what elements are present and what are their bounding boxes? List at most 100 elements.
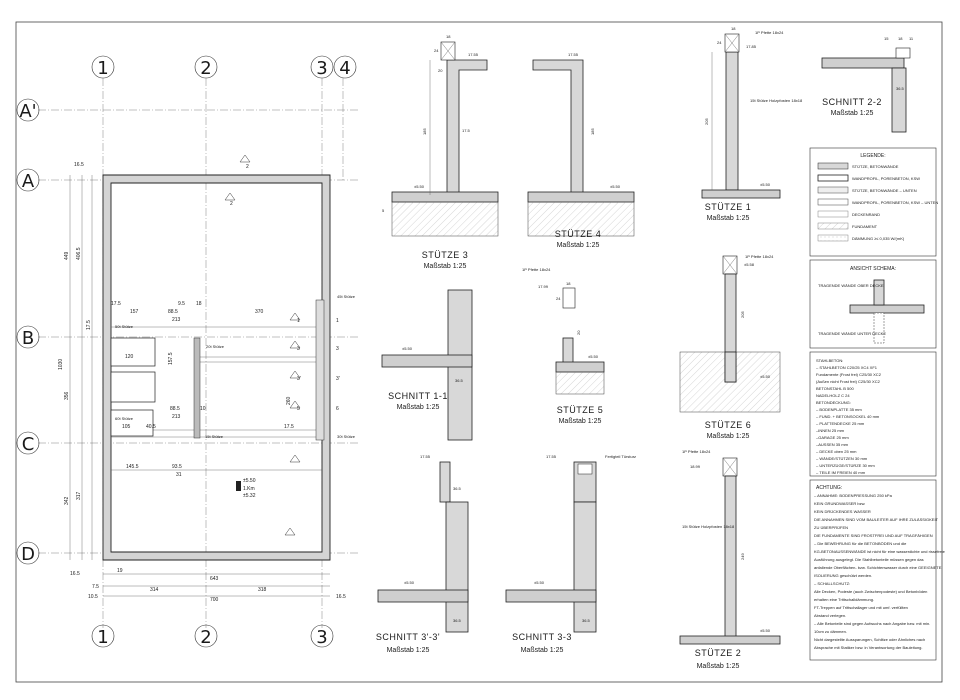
dim-inner-10: 105 bbox=[122, 424, 131, 430]
materials-lines-line: –AUSSEN 35 mm bbox=[816, 442, 849, 447]
dim-inner-8: 120 bbox=[125, 354, 134, 360]
dim-inner-18: 17.5 bbox=[284, 424, 294, 430]
support-label-50t: 50t Stütze bbox=[115, 324, 134, 329]
dim-left-3: 406.5 bbox=[76, 247, 82, 260]
section-mark-3prime-right: 3' bbox=[336, 376, 340, 382]
grid-label-col-2-bottom: 2 bbox=[200, 627, 211, 648]
s4-dim-185: 185 bbox=[590, 128, 595, 135]
materials-lines-line: (Außen nicht Frost frei) C25/30 XC2 bbox=[816, 379, 881, 384]
s11-dim-365: 36.5 bbox=[455, 378, 464, 383]
s33p-dim-365-b: 36.5 bbox=[453, 618, 462, 623]
dim-left-4: 1030 bbox=[58, 359, 64, 370]
materials-lines-line: BETONSTAHL B 500 bbox=[816, 386, 854, 391]
grid-bubble-row-b: B bbox=[16, 325, 40, 349]
sheet-border bbox=[15, 21, 943, 683]
notes-lines-line: FT-Treppen auf Trittschallager und mit u… bbox=[814, 605, 908, 610]
notes-lines-line: Alle Decken, Podeste (auch Zwischenpodes… bbox=[814, 589, 927, 594]
materials-lines-line: – TEILE IM FREIEN 40 mm bbox=[816, 470, 866, 475]
section-mark-3-left: 3 bbox=[297, 346, 300, 352]
dim-inner-7: 213 bbox=[172, 317, 181, 323]
s6-level: ±5.50 bbox=[760, 374, 771, 379]
notes-lines-line: 10cm zu dämmen. bbox=[814, 629, 847, 634]
s3-dim-24: 24 bbox=[434, 48, 439, 53]
notes-lines-line: Nicht dargestellte Aussparungen, Schlitz… bbox=[814, 637, 925, 642]
s5-dim-18: 18 bbox=[566, 281, 571, 286]
section-mark-3prime-left: 3' bbox=[297, 376, 301, 382]
scale-schnitt-3-3: Maßstab 1:25 bbox=[521, 647, 564, 654]
materials-panel: STAHLBETON:– STAHLBETON C20/25 XC4 XF1 F… bbox=[809, 351, 937, 477]
detail-schnitt-1-1: ±5.50 36.5 SCHNITT 1-1 Maßstab 1:25 bbox=[381, 289, 473, 441]
scale-schnitt-2-2: Maßstab 1:25 bbox=[831, 110, 874, 117]
building-walls bbox=[102, 174, 331, 561]
s22-dim-15: 15 bbox=[884, 36, 889, 41]
scale-schnitt-1-1: Maßstab 1:25 bbox=[397, 404, 440, 411]
legend-item-2: WANDPROFIL, PORENBETON, KSW bbox=[817, 174, 920, 182]
title-stuetze-6: STÜTZE 6 bbox=[705, 420, 752, 430]
grid-bubble-row-a-prime: A' bbox=[16, 98, 40, 122]
support-label-60t: 60t Stütze bbox=[115, 416, 134, 421]
dim-inner-14: 145.5 bbox=[126, 464, 139, 470]
notes-lines-line: ZU ÜBERPRÜFEN bbox=[814, 525, 848, 530]
notes-panel: ACHTUNG: – ANNAHME: BODENPRESSUNG 250 kP… bbox=[809, 479, 946, 661]
dim-inner-16: 31 bbox=[176, 472, 182, 478]
dim-left-7: 342 bbox=[64, 496, 70, 505]
materials-lines-line: BETONDECKUNG: bbox=[816, 400, 851, 405]
level-mark-1: ±5.50 bbox=[243, 478, 256, 484]
legend-item-4-label: WANDPROFIL, PORENBETON, KSW – UNTEN bbox=[852, 200, 938, 205]
grid-bubble-col-2: 2 bbox=[194, 55, 218, 79]
dim-left-2: 449 bbox=[64, 251, 70, 260]
materials-lines: STAHLBETON:– STAHLBETON C20/25 XC4 XF1 F… bbox=[816, 358, 882, 475]
section-mark-1-right: 1 bbox=[336, 318, 339, 324]
s11-level: ±5.50 bbox=[402, 346, 413, 351]
grid-bubble-col-1: 1 bbox=[91, 55, 115, 79]
notes-lines-line: Ausführung ausgelegt. Die Stahlbetonteil… bbox=[814, 557, 924, 562]
detail-schnitt-3prime: 17.55 36.5 ±5.50 36.5 SCHNITT 3'-3' Maßs… bbox=[376, 454, 469, 654]
materials-lines-line: –GARAGE 25 mm bbox=[816, 435, 849, 440]
notes-lines-line: anfallende Oberflächen- bzw. Schichtenwa… bbox=[814, 565, 942, 570]
support-label-15t: 15t Stütze bbox=[205, 434, 224, 439]
s1-dim-205: 205 bbox=[704, 118, 709, 125]
s1-side-note: 15t Stütze Holzpfosten 18x18 bbox=[750, 98, 803, 103]
s33p-dim-1755: 17.55 bbox=[420, 454, 431, 459]
s22-dim-18: 18 bbox=[898, 36, 903, 41]
plan-dimensions-left: 16.5 449 406.5 1030 356 17.5 342 317 16.… bbox=[58, 162, 93, 577]
dim-bottom-8: 16.5 bbox=[336, 594, 346, 600]
grid-label-row-b: B bbox=[22, 328, 34, 349]
legend-item-3: STÜTZE, BETONWÄNDE – UNTEN bbox=[817, 186, 917, 194]
dim-inner-3: 88.5 bbox=[168, 309, 178, 315]
detail-stuetze-5: 1P Pfette 18x24 17.99 18 24 ±5.50 20 STÜ… bbox=[522, 267, 605, 425]
notes-lines-line: Abstand verlegen. bbox=[814, 613, 846, 618]
section-mark-6: 6 bbox=[336, 406, 339, 412]
dim-inner-9: 157.5 bbox=[168, 352, 174, 365]
legend-item-6-label: FUNDAMENT bbox=[852, 224, 878, 229]
legend-item-4: WANDPROFIL, PORENBETON, KSW – UNTEN bbox=[817, 198, 938, 206]
s6-dim-205: 205 bbox=[740, 311, 745, 318]
scale-schnitt-3prime: Maßstab 1:25 bbox=[387, 647, 430, 654]
materials-lines-line: NADELHOLZ C 24 bbox=[816, 393, 850, 398]
legend-item-1-label: STÜTZE, BETONWÄNDE bbox=[852, 164, 899, 169]
scale-stuetze-3: Maßstab 1:25 bbox=[424, 263, 467, 270]
notes-lines-line: – Alle Betonteile sind gegen Aufwuchs na… bbox=[814, 621, 930, 626]
s22-dim-365: 36.5 bbox=[896, 86, 905, 91]
s4-dim-1755: 17.55 bbox=[568, 52, 579, 57]
s4-level: ±5.50 bbox=[610, 184, 621, 189]
title-stuetze-3: STÜTZE 3 bbox=[422, 250, 469, 260]
grid-label-row-a-prime: A' bbox=[19, 101, 36, 122]
title-stuetze-5: STÜTZE 5 bbox=[557, 405, 604, 415]
s3-level: ±5.50 bbox=[414, 184, 425, 189]
s2-side-note: 15t Stütze Holzpfosten 18x18 bbox=[682, 524, 735, 529]
dim-bottom-7: 10.5 bbox=[88, 594, 98, 600]
s3-dim-5: 5 bbox=[382, 208, 385, 213]
materials-lines-line: – WÄNDE/STÜTZEN 30 mm bbox=[816, 456, 868, 461]
dim-left-9: 16.5 bbox=[70, 571, 80, 577]
dim-inner-12: 88.5 bbox=[170, 406, 180, 412]
dim-inner-19: 260 bbox=[286, 396, 292, 405]
legend-item-3-label: STÜTZE, BETONWÄNDE – UNTEN bbox=[852, 188, 917, 193]
grid-bubble-col-4: 4 bbox=[333, 55, 357, 79]
dim-bottom-6: 7.5 bbox=[92, 584, 99, 590]
grid-label-row-d: D bbox=[21, 544, 35, 565]
scale-stuetze-5: Maßstab 1:25 bbox=[559, 418, 602, 425]
section-mark-5: 5 bbox=[297, 406, 300, 412]
scale-stuetze-1: Maßstab 1:25 bbox=[707, 215, 750, 222]
